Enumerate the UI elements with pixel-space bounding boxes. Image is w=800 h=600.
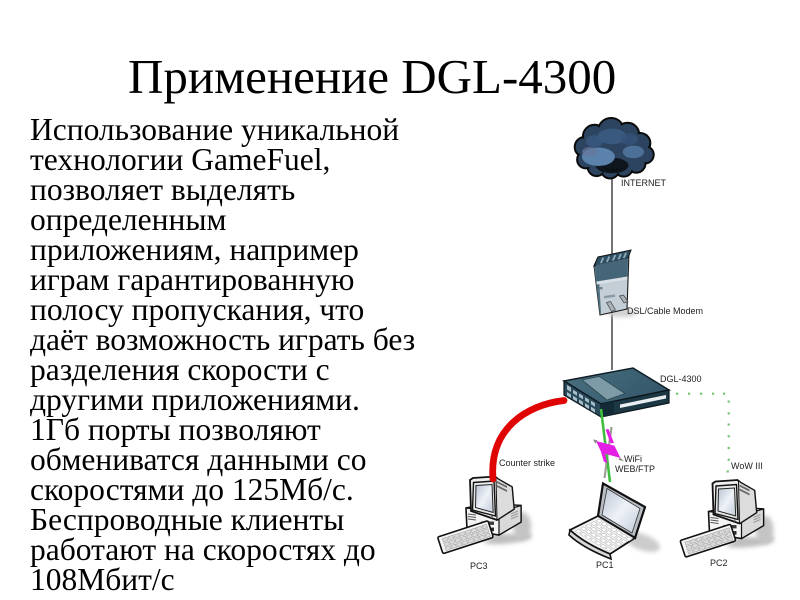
svg-text:DGL-4300: DGL-4300	[660, 374, 702, 384]
svg-text:PC2: PC2	[710, 558, 728, 568]
svg-text:WoW III: WoW III	[731, 461, 763, 471]
svg-text:INTERNET: INTERNET	[621, 178, 667, 188]
svg-text:PC3: PC3	[470, 561, 488, 571]
svg-text:WiFi: WiFi	[624, 454, 642, 464]
svg-text:Counter strike: Counter strike	[499, 458, 555, 468]
svg-text:PC1: PC1	[596, 560, 614, 570]
svg-text:DSL/Cable Modem: DSL/Cable Modem	[627, 306, 703, 316]
svg-text:WEB/FTP: WEB/FTP	[615, 464, 655, 474]
